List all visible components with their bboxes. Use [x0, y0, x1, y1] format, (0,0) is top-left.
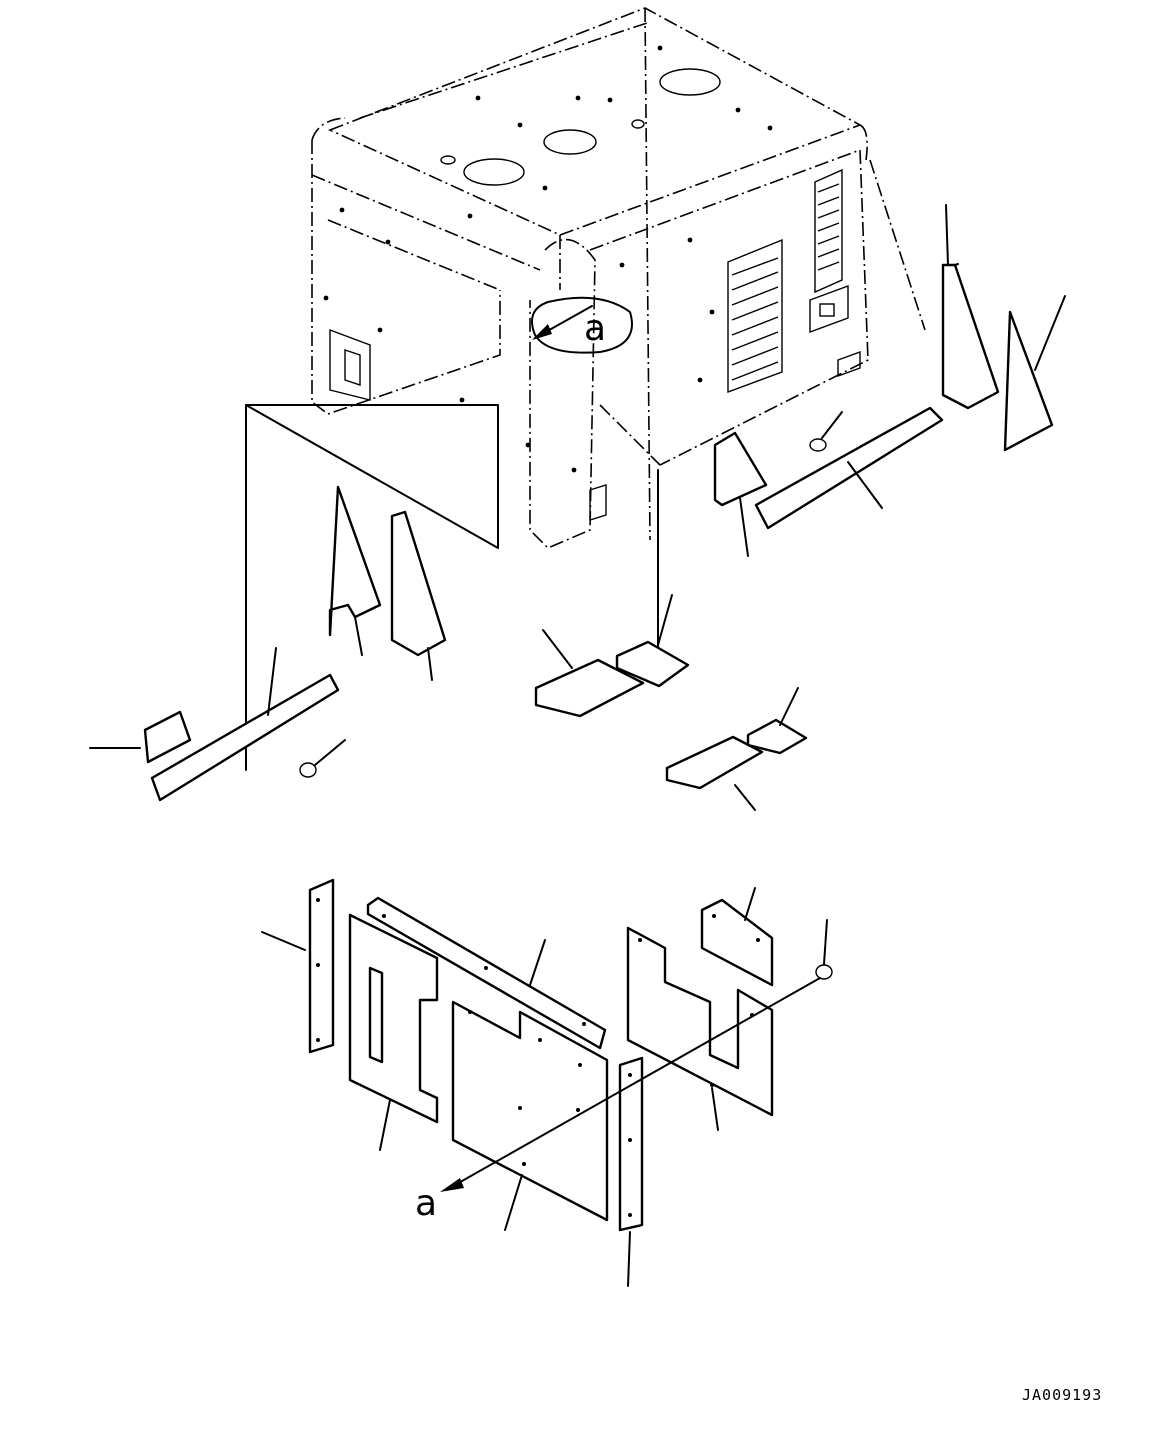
cab-housing: a — [311, 7, 926, 549]
panel-plate-center — [451, 1000, 609, 1222]
plug-right — [809, 438, 827, 452]
seal-left-triangle-b — [390, 510, 447, 657]
seal-lower-large — [665, 735, 764, 790]
seal-vertical-strip-right — [618, 1056, 644, 1232]
detail-marker-bottom: a — [415, 1183, 437, 1224]
seal-right-block — [713, 431, 768, 507]
detail-arrow-head-lower — [440, 1178, 464, 1192]
detail-arrow-head — [532, 324, 552, 340]
plug-left — [299, 762, 317, 778]
seal-center-large — [534, 658, 645, 718]
seal-vertical-strip-left — [308, 878, 335, 1054]
left-upper-parts — [89, 485, 447, 802]
seal-diagonal-strip — [366, 896, 607, 1050]
panel-u-shaped — [626, 926, 774, 1117]
plug-lower — [815, 964, 833, 980]
guide-lines — [245, 404, 659, 771]
center-floor-parts — [534, 594, 808, 811]
seal-corner-block — [700, 898, 774, 987]
drawing-code: JA009193 — [1022, 1386, 1102, 1404]
seal-lower-small — [746, 718, 808, 755]
vent-grille-large — [727, 238, 783, 394]
panel-plate-left — [348, 913, 439, 1124]
seal-right-triangle-a — [941, 263, 1000, 410]
seal-left-block — [143, 710, 192, 764]
right-upper-parts — [713, 204, 1066, 557]
detail-marker-top: a — [584, 308, 606, 349]
detail-callout-bubble — [531, 296, 633, 354]
vent-grille-small — [814, 168, 843, 294]
seal-left-bar — [150, 673, 340, 802]
seal-right-triangle-b — [1003, 310, 1054, 452]
seal-left-triangle-a — [328, 485, 382, 637]
seal-right-bar — [754, 406, 944, 530]
lower-panel-group: a — [261, 878, 833, 1287]
seal-center-small — [615, 640, 690, 688]
